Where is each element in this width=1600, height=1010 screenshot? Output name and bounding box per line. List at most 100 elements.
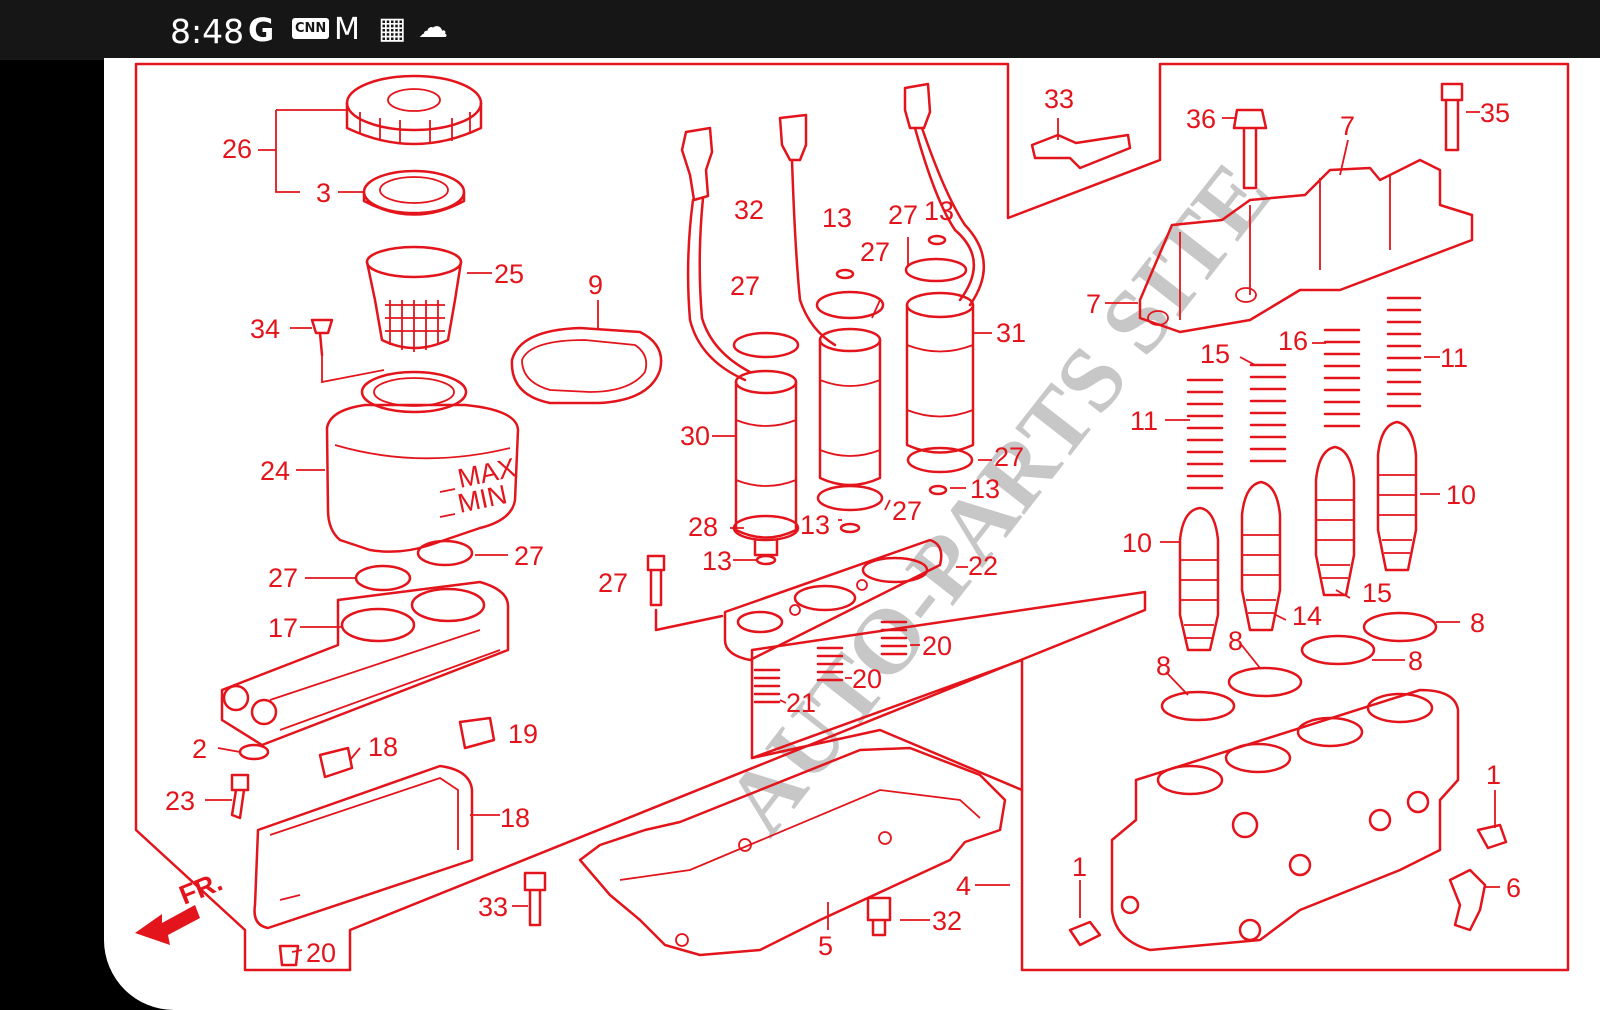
bolt [1068,920,1102,947]
callout-18: 18 [368,732,398,762]
solenoid-28 [680,126,800,557]
callout-4: 4 [956,871,971,901]
valve-body [1110,688,1460,952]
callout-8: 8 [1408,646,1423,676]
callout-25: 26 [222,134,252,164]
status-bar: 8:48 G CNN M ▦ ☁ [0,0,1600,60]
spring [880,620,908,656]
reservoir-seal [362,169,466,216]
leader-line [654,608,724,632]
callout-18: 19 [508,719,538,749]
callout-30: 32 [734,195,764,225]
cloud-icon: ☁ [418,10,448,45]
callout-27: 27 [860,237,890,267]
bolt [866,896,892,937]
callout-28: 30 [680,421,710,451]
fitting [1448,868,1487,932]
callout-15: 15 [1200,339,1230,369]
callout-10: 10 [1446,480,1476,510]
frame-inner [750,728,1024,792]
spring [1249,363,1287,463]
bolt [230,773,250,820]
google-icon: G [248,11,275,49]
callout-35: 35 [1480,98,1510,128]
spring [816,646,844,682]
callout-8: 8 [1228,626,1243,656]
callout-7: 7 [1086,289,1101,319]
callout-8: 8 [1156,651,1171,681]
callout-36: 36 [1186,104,1216,134]
parts-diagram: AUTO-PARTS SITE MAX MIN [134,62,1570,972]
strainer [365,245,463,352]
cylinder-housing [220,580,510,747]
status-time: 8:48 [170,12,245,51]
bolt [646,554,666,607]
diagram-screen: AUTO-PARTS SITE MAX MIN [104,58,1600,1010]
gasket [510,326,663,405]
callout-20: 21 [786,688,816,718]
callout-27: 27 [888,200,918,230]
callout-13: 13 [924,196,954,226]
callout-10: 10 [1122,528,1152,558]
spring [1323,328,1361,428]
callout-13: 13 [702,546,732,576]
callout-7: 7 [1340,111,1355,141]
callout-2: 2 [192,734,207,764]
leader-lines [205,109,1500,953]
callout-20: 20 [852,664,882,694]
callout-21: 22 [968,551,998,581]
solenoid-29 [903,82,985,496]
callout-34: 34 [250,314,280,344]
callout-27: 27 [268,563,298,593]
o-ring [416,539,474,567]
callout-23: 24 [260,456,290,486]
clip [318,746,354,779]
fluid-reservoir: MAX MIN [325,370,520,553]
bracket [1030,133,1132,170]
callout-8: 8 [1470,608,1485,638]
callout-24: 25 [494,259,524,289]
callout-33: 33 [478,892,508,922]
callout-27: 27 [514,541,544,571]
spring [1386,296,1422,408]
solenoid-30 [778,113,885,512]
o-ring [1227,666,1303,698]
callout-1: 1 [1072,852,1087,882]
o-ring [1300,634,1376,666]
callout-27: 27 [892,496,922,526]
valve-plate [723,538,943,662]
grommet [278,944,300,967]
callout-14: 14 [1292,601,1322,631]
o-ring [354,564,412,592]
bolt [310,318,334,357]
callout-27: 27 [994,442,1024,472]
callout-6: 5 [818,931,833,961]
bolt [1232,108,1268,190]
cnn-icon: CNN [292,18,330,39]
callout-22: 23 [165,786,195,816]
callout-31: 33 [1044,84,1074,114]
callout-14: 15 [1362,578,1392,608]
callout-27: 27 [730,271,760,301]
callout-9: 9 [588,270,603,300]
calendar-icon: ▦ [378,11,407,46]
clip [458,716,496,750]
callout-20: 20 [922,631,952,661]
callout-13: 13 [822,203,852,233]
spool-valves [1178,420,1418,652]
front-arrow-icon: FR. [135,866,227,945]
callout-5: 6 [1506,873,1521,903]
callout-32-label: 32 [932,906,962,936]
callout-11: 11 [1130,406,1158,436]
callout-13: 13 [970,474,1000,504]
callout-1: 1 [1486,760,1501,790]
valve-body-cover [1138,158,1474,334]
callout-16: 17 [268,613,298,643]
callout-11: 11 [1440,343,1468,373]
bolt [1476,823,1508,850]
washer [755,554,777,566]
callout-15: 16 [1278,326,1308,356]
spring [753,668,781,704]
mounting-bracket [578,746,1007,957]
bolt [1440,82,1464,152]
